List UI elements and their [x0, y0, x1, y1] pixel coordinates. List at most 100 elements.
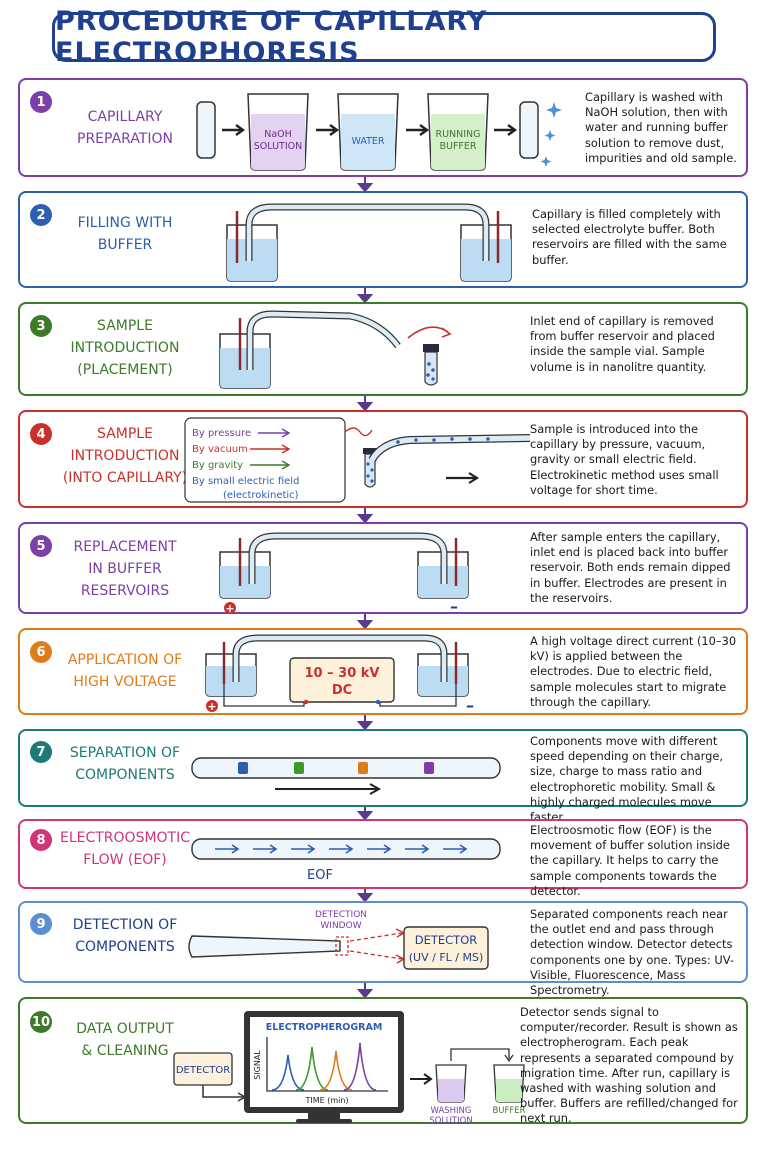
buffer-beaker-icon — [493, 1064, 525, 1103]
peak-blue — [271, 1054, 305, 1091]
graph-axes — [266, 1037, 388, 1092]
capillary-washing-illustration: NaOH SOLUTION WATER RUNNING BUFFER — [196, 93, 562, 171]
step-description: Sample is introduced into the capillary … — [530, 422, 719, 497]
step-number: 8 — [30, 829, 52, 851]
high-voltage-illustration: 10 – 30 kV DC + – — [205, 634, 474, 715]
reservoir-replacement-illustration: + – — [219, 532, 469, 616]
naoh-beaker-icon — [247, 93, 309, 171]
step-title: SAMPLE INTRODUCTION (PLACEMENT) — [70, 318, 180, 378]
buffer-label: BUFFER — [492, 1106, 525, 1116]
method-electrokinetic: (electrokinetic) — [223, 490, 299, 501]
arrow-icon — [222, 124, 246, 136]
step-9-detection: 9 DETECTION OF COMPONENTS DETECTION WIND… — [18, 901, 748, 997]
step-title: ELECTROOSMOTIC FLOW (EOF) — [59, 830, 191, 868]
separation-illustration — [191, 757, 501, 795]
arrow-icon — [250, 460, 291, 470]
method-vacuum: By vacuum — [192, 444, 248, 455]
step-title: DETECTION OF COMPONENTS — [72, 917, 178, 955]
step-title: REPLACEMENT IN BUFFER RESERVOIRS — [73, 539, 177, 599]
step-description: Separated components reach near the outl… — [530, 907, 734, 998]
step-number: 5 — [30, 535, 52, 557]
component-band-purple — [424, 762, 434, 774]
step-title: CAPILLARY PREPARATION — [77, 109, 173, 147]
step-number: 2 — [30, 204, 52, 226]
method-gravity: By gravity — [192, 460, 243, 471]
injection-methods-illustration: By pressure By vacuum By gravity By smal… — [184, 417, 531, 503]
data-output-illustration: DETECTOR ELECTROPHEROGRAM SIGNAL TIME (m… — [173, 1011, 526, 1126]
method-electric-field: By small electric field — [192, 476, 299, 487]
method-pressure: By pressure — [192, 428, 251, 439]
arrow-icon — [250, 444, 291, 454]
capillary-tube-icon — [245, 203, 490, 261]
signal-axis-label: SIGNAL — [253, 1050, 262, 1080]
methods-callout — [184, 417, 346, 503]
cycle-arrow — [450, 1048, 510, 1061]
detector-label: DETECTOR — [176, 1065, 230, 1076]
washing-label-2: SOLUTION — [429, 1116, 472, 1126]
detection-window-label: DETECTION — [315, 910, 367, 920]
step-6-high-voltage: 6 APPLICATION OF HIGH VOLTAGE 10 – 30 kV… — [18, 628, 748, 715]
component-band-orange — [358, 762, 368, 774]
arrow-icon — [446, 472, 480, 484]
water-label: WATER — [351, 136, 384, 147]
capillary-tube-icon — [248, 532, 448, 584]
title-banner: PROCEDURE OF CAPILLARY ELECTROPHORESIS — [52, 6, 716, 68]
clean-capillary-icon — [519, 101, 539, 159]
capillary-tube-icon — [196, 101, 216, 159]
step-number: 9 — [30, 913, 52, 935]
naoh-label: NaOH — [264, 129, 292, 140]
arrow-icon — [410, 1073, 433, 1085]
squiggle-arrow — [344, 427, 373, 437]
step-2-filling-with-buffer: 2 FILLING WITH BUFFER Capillary is fille… — [18, 191, 748, 288]
sample-placement-illustration — [219, 310, 452, 389]
inlet-reservoir-icon — [205, 653, 257, 697]
wire-icon — [379, 684, 457, 707]
step-description: Detector sends signal to computer/record… — [520, 1005, 738, 1126]
inlet-reservoir-icon — [219, 551, 271, 599]
step-description: Electroosmotic flow (EOF) is the movemen… — [530, 823, 730, 898]
time-axis-label: TIME (min) — [304, 1096, 348, 1105]
flow-arrows — [215, 844, 468, 854]
electropherogram-title: ELECTROPHEROGRAM — [266, 1022, 383, 1033]
positive-terminal-icon — [224, 602, 236, 614]
component-band-blue — [238, 762, 248, 774]
wire-icon — [202, 1085, 244, 1098]
step-title: SAMPLE INTRODUCTION (INTO CAPILLARY) — [62, 426, 188, 486]
eof-label: EOF — [307, 868, 333, 883]
arrow-icon — [494, 124, 518, 136]
running-buffer-beaker-icon — [427, 93, 489, 171]
arrow-icon — [316, 124, 340, 136]
sample-vial-icon — [363, 448, 377, 488]
step-number: 6 — [30, 641, 52, 663]
buffer-reservoir-icon — [219, 333, 271, 389]
power-supply-box — [289, 657, 395, 703]
page-title: PROCEDURE OF CAPILLARY ELECTROPHORESIS — [55, 6, 488, 68]
detection-window-icon — [335, 936, 349, 956]
step-4-sample-into-capillary: 4 SAMPLE INTRODUCTION (INTO CAPILLARY) B… — [18, 410, 748, 508]
arrow-icon — [258, 428, 291, 438]
step-number: 3 — [30, 315, 52, 337]
detector-box — [403, 926, 489, 970]
sample-dots — [396, 437, 490, 444]
minus-sign: – — [450, 597, 458, 616]
detector-label: DETECTOR — [415, 933, 478, 947]
step-5-replacement-in-reservoirs: 5 REPLACEMENT IN BUFFER RESERVOIRS + – A… — [18, 522, 748, 616]
step-title: APPLICATION OF HIGH VOLTAGE — [67, 652, 183, 690]
running-buffer-label: RUNNING — [435, 129, 480, 140]
step-7-separation: 7 SEPARATION OF COMPONENTS Components mo… — [18, 729, 748, 824]
peak-purple — [343, 1042, 377, 1091]
step-title: FILLING WITH BUFFER — [77, 215, 173, 253]
minus-sign: – — [466, 696, 474, 715]
step-title: DATA OUTPUT & CLEANING — [76, 1021, 174, 1059]
capillary-tube-icon — [188, 935, 341, 958]
arrow-icon — [275, 783, 382, 795]
plus-sign: + — [207, 700, 216, 713]
naoh-label-2: SOLUTION — [254, 141, 302, 152]
step-number: 4 — [30, 423, 52, 445]
step-description: Capillary is filled completely with sele… — [532, 207, 727, 267]
peak-orange — [319, 1050, 353, 1091]
step-description: Components move with different speed dep… — [530, 734, 723, 825]
peak-green — [295, 1046, 329, 1091]
voltage-label: 10 – 30 kV — [305, 666, 380, 681]
